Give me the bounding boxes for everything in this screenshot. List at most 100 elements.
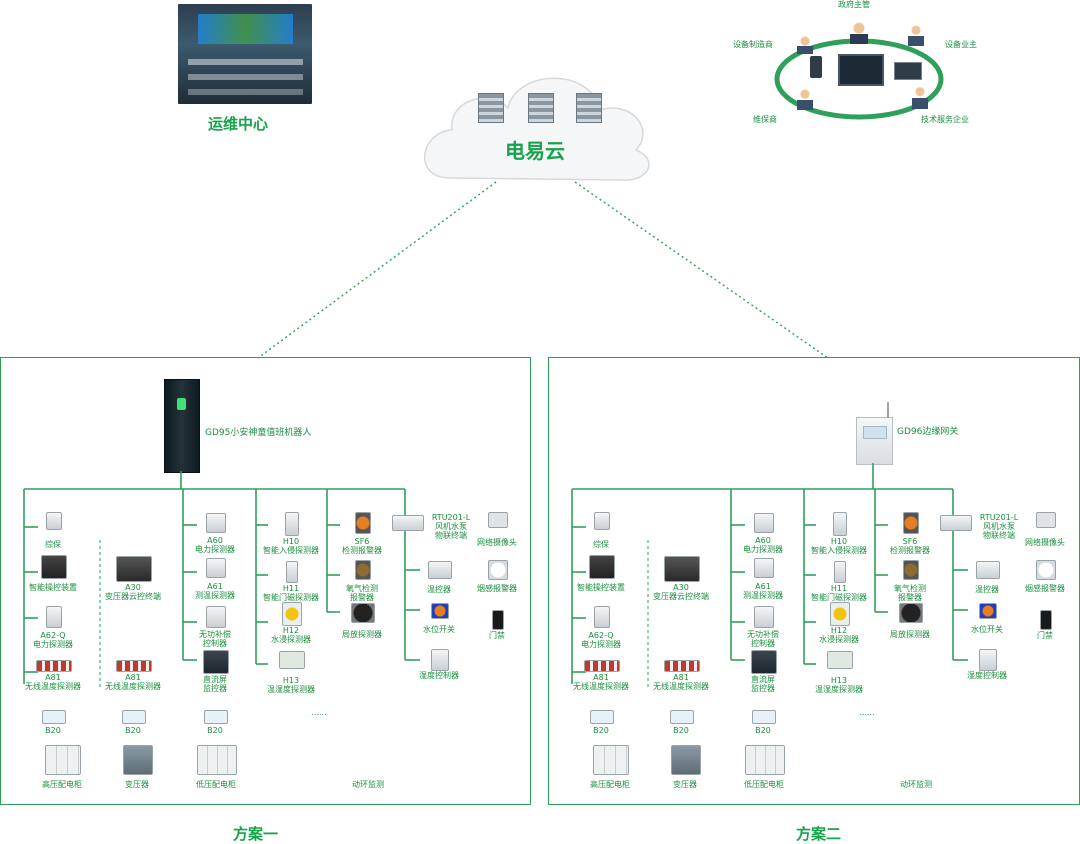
device-label: H10 智能入侵探测器 [811,537,867,555]
rtu201-device [940,515,972,531]
device-label: 无功补偿 控制器 [747,630,779,648]
humidity-controller [431,649,449,671]
cloud-label: 电易云 [505,139,565,163]
device-label: A62-Q 电力探测器 [581,631,621,649]
device-label: 智能操控装置 [577,583,625,592]
h10-device [285,512,299,536]
scheme-two-label: 方案二 [796,825,842,843]
control-device [41,555,67,579]
sensor-device [36,660,72,672]
reactive-controller [754,606,774,628]
device-label: A81 无线温度探测器 [653,673,709,691]
server-icon [528,93,554,123]
device-label: H12 水浸探测器 [819,626,859,644]
sensor-device [116,660,152,672]
device-label: 门禁 [489,631,505,640]
device-label: A60 电力探测器 [195,536,235,554]
dc-monitor [203,650,229,674]
sensor-device [664,660,700,672]
a61-device [206,558,226,578]
person-icon [912,85,928,109]
device-label: 综保 [45,540,61,549]
hv-cabinet [45,745,81,775]
stakeholder-owner: 设备业主 [945,40,977,49]
thermostat-device [428,561,452,579]
bottom-label: 动环监测 [900,780,932,789]
device-label: 综保 [593,540,609,549]
phone-icon [810,56,822,78]
device-label: H12 水浸探测器 [271,626,311,644]
device-label: H11 智能门磁探测器 [811,584,867,602]
sf6-device [355,512,371,534]
humidity-controller [979,649,997,671]
device-label: B20 [125,726,141,735]
device-label: B20 [755,726,771,735]
control-device [589,555,615,579]
b20-device [204,710,228,724]
h11-device [834,561,846,583]
access-control [492,610,504,630]
pd-detector [351,603,375,623]
meter-device [46,606,62,628]
device-label: 直流屏 监控器 [203,675,227,693]
scheme-one-frame [0,357,531,805]
device-label: A30 变压器云控终端 [653,583,709,601]
device-label: SF6 检测报警器 [890,537,930,555]
stakeholder-tech: 技术服务企业 [921,115,969,124]
bottom-label: 动环监测 [352,780,384,789]
device-label: SF6 检测报警器 [342,537,382,555]
device-label: A61 测温探测器 [195,582,235,600]
device-label: 网络摄像头 [1025,538,1065,547]
b20-device [42,710,66,724]
device-label: H11 智能门磁探测器 [263,584,319,602]
device-label: B20 [673,726,689,735]
a60-device [206,513,226,533]
gd96-gateway [856,402,893,465]
h10-device [833,512,847,536]
device-label: 直流屏 监控器 [751,675,775,693]
gd95-label: GD95小安神童值班机器人 [205,428,312,438]
dc-monitor [751,650,777,674]
a61-device [754,558,774,578]
b20-device [670,710,694,724]
device-label: 局放探测器 [342,630,382,639]
hv-cabinet [593,745,629,775]
device-label: A81 无线温度探测器 [25,673,81,691]
device-label: A62-Q 电力探测器 [33,631,73,649]
device-label: 烟感报警器 [477,584,517,593]
access-control [1040,610,1052,630]
a30-device [116,556,152,582]
h13-device [279,651,305,669]
relay-device [46,512,62,530]
bottom-label: 变压器 [673,780,697,789]
device-label: 湿度控制器 [419,671,459,680]
server-icon [478,93,504,123]
stakeholder-maker: 设备制造商 [733,40,773,49]
device-label: 智能操控装置 [29,583,77,592]
lv-cabinet [745,745,785,775]
camera-device [488,512,508,528]
oxygen-device [355,560,371,580]
transformer [123,745,153,775]
ops-center-photo [178,4,312,104]
device-label: 网络摄像头 [477,538,517,547]
device-label: 烟感报警器 [1025,584,1065,593]
person-icon [850,22,868,44]
b20-device [122,710,146,724]
device-label: RTU201-L 风机水泵 物联终端 [431,513,471,540]
oxygen-device [903,560,919,580]
thermostat-device [976,561,1000,579]
rtu201-device [392,515,424,531]
device-label: A61 测温探测器 [743,582,783,600]
device-label: H13 温湿度探测器 [815,676,863,694]
device-label: 温控器 [975,585,999,594]
a60-device [754,513,774,533]
gd96-label: GD96边缘网关 [897,427,959,437]
device-label: A30 变压器云控终端 [105,583,161,601]
bottom-label: 低压配电柜 [196,780,236,789]
sf6-device [903,512,919,534]
person-icon [908,24,924,46]
monitor-icon [838,54,884,86]
stakeholder-maintainer: 维保商 [753,115,777,124]
